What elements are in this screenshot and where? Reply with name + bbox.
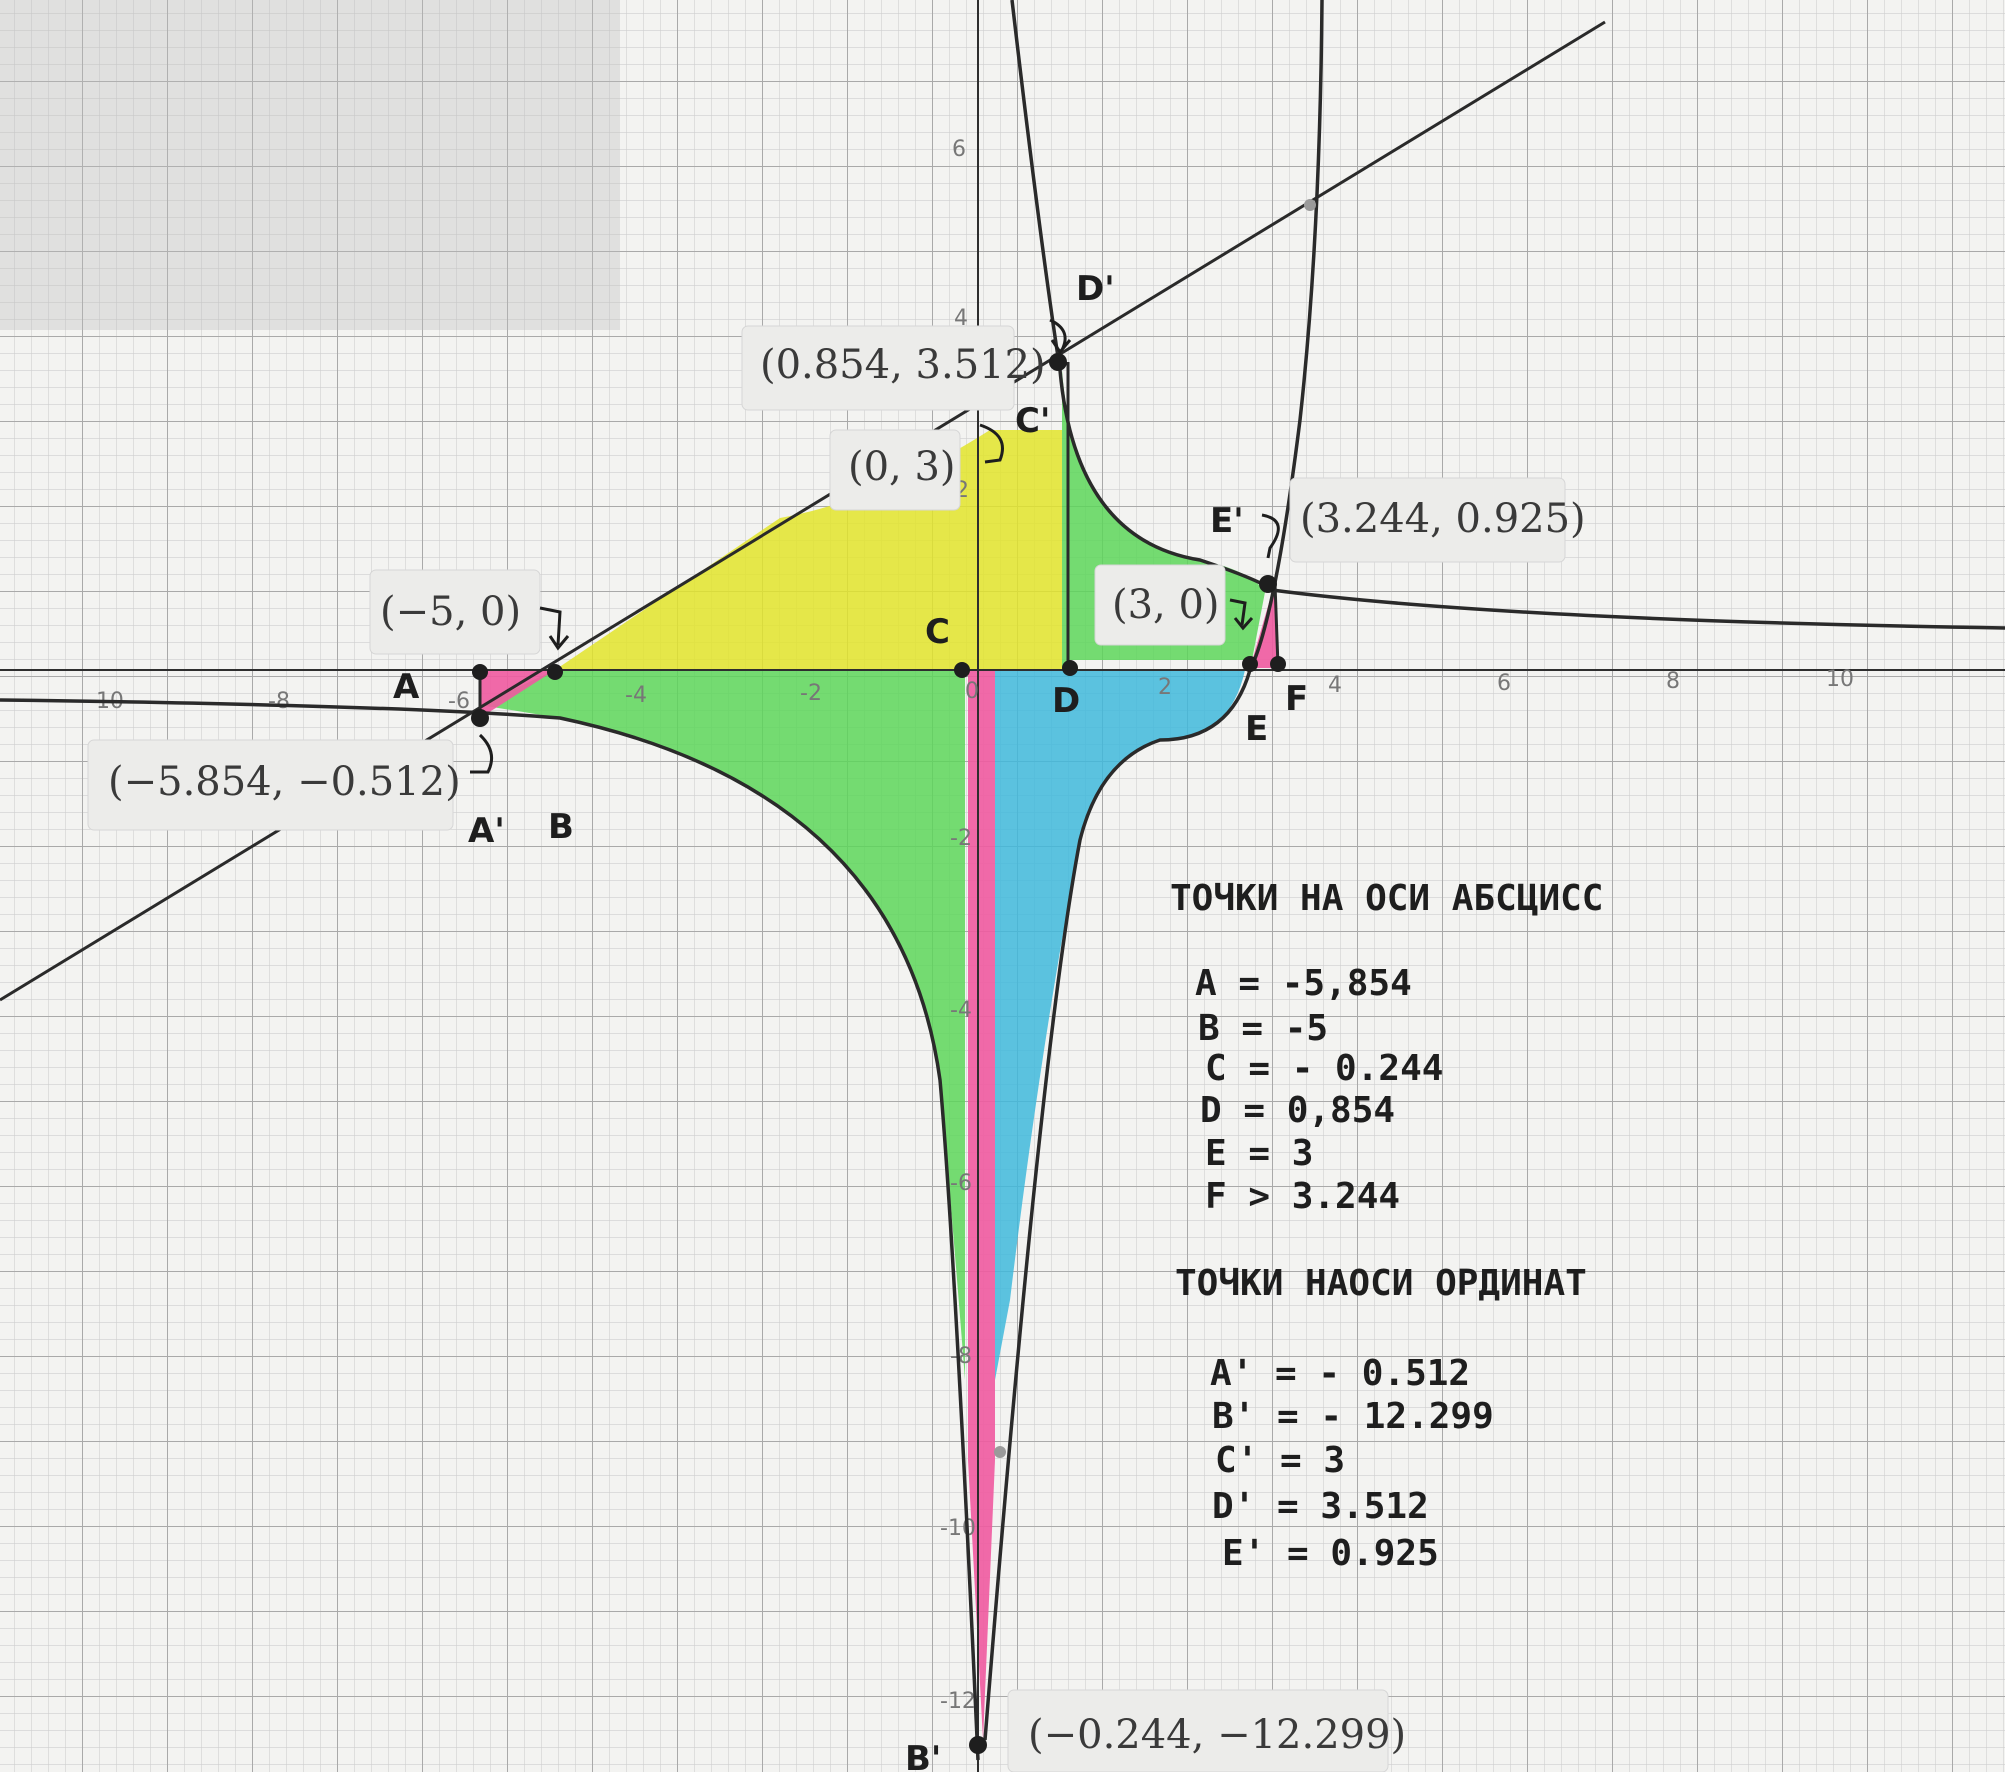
notes-line: B' = - 12.299 bbox=[1212, 1396, 1494, 1437]
y-tick: 6 bbox=[952, 137, 966, 162]
point-c bbox=[954, 662, 970, 678]
label-e-coords: (3, 0) bbox=[1112, 582, 1220, 628]
point-e bbox=[1242, 656, 1258, 672]
blue-region bbox=[995, 670, 1245, 1380]
x-tick: -2 bbox=[800, 681, 822, 706]
y-tick: -10 bbox=[940, 1516, 976, 1541]
y-tick: -12 bbox=[940, 1689, 976, 1714]
green-left-region bbox=[480, 670, 965, 1380]
x-tick: 2 bbox=[1158, 675, 1172, 700]
notes-ordinate: ТОЧКИ НАОСИ ОРДИНАТ A' = - 0.512 B' = - … bbox=[1175, 1263, 1587, 1574]
notes-line: F > 3.244 bbox=[1205, 1176, 1400, 1217]
letter-e-prime: E' bbox=[1210, 501, 1244, 541]
points bbox=[471, 199, 1316, 1754]
label-b-prime-coords: (−0.244, −12.299) bbox=[1028, 1712, 1406, 1758]
x-tick: -6 bbox=[448, 689, 470, 714]
paper-shadow bbox=[0, 0, 620, 330]
label-b-coords: (−5, 0) bbox=[380, 589, 521, 635]
letter-d: D bbox=[1052, 681, 1080, 721]
letter-c-prime: C' bbox=[1015, 401, 1050, 441]
letter-a-prime: A' bbox=[468, 811, 505, 851]
x-tick: 4 bbox=[1328, 673, 1342, 698]
middle-curve bbox=[983, 0, 1324, 1741]
upper-hyperbola-branch bbox=[1010, 0, 2005, 630]
label-a-prime-coords: (−5.854, −0.512) bbox=[108, 759, 461, 805]
label-d-prime-coords: (0.854, 3.512) bbox=[760, 342, 1046, 388]
letter-f: F bbox=[1285, 679, 1308, 719]
slanted-line bbox=[0, 20, 1606, 1002]
notes-line: D' = 3.512 bbox=[1212, 1486, 1429, 1527]
x-tick: 10 bbox=[1826, 667, 1854, 692]
point-d-prime bbox=[1049, 353, 1067, 371]
intersection-marker bbox=[994, 1446, 1006, 1458]
y-tick: -2 bbox=[950, 826, 972, 851]
notes-line: C = - 0.244 bbox=[1205, 1048, 1443, 1089]
x-tick: 8 bbox=[1666, 669, 1680, 694]
notes-ordinate-title: ТОЧКИ НАОСИ ОРДИНАТ bbox=[1175, 1263, 1587, 1304]
notes-line: E = 3 bbox=[1205, 1133, 1313, 1174]
handwritten-letters: A B C D E F A' B' C' D' E' bbox=[393, 269, 1308, 1772]
notes-line: D = 0,854 bbox=[1200, 1090, 1395, 1131]
handwritten-arrows bbox=[470, 318, 1280, 774]
label-e-prime-coords: (3.244, 0.925) bbox=[1300, 496, 1586, 542]
letter-e: E bbox=[1245, 709, 1268, 749]
notes-abscissa-title: ТОЧКИ НА ОСИ АБСЦИСС bbox=[1170, 878, 1603, 919]
x-tick-labels: -10 -8 -6 -4 -2 0 2 4 6 8 10 bbox=[88, 667, 1854, 714]
x-tick: 6 bbox=[1497, 671, 1511, 696]
notes-abscissa: ТОЧКИ НА ОСИ АБСЦИСС A = -5,854 B = -5 C… bbox=[1170, 878, 1603, 1217]
y-tick-labels: 6 4 2 -2 -4 -6 -8 -10 -12 bbox=[940, 137, 976, 1714]
x-tick: -8 bbox=[268, 689, 290, 714]
left-hyperbola-branch bbox=[0, 698, 980, 1761]
notes-line: E' = 0.925 bbox=[1222, 1533, 1439, 1574]
label-c-prime-coords: (0, 3) bbox=[848, 444, 956, 490]
y-tick: 4 bbox=[954, 306, 968, 331]
point-b bbox=[547, 664, 563, 680]
letter-c: C bbox=[925, 612, 950, 652]
x-tick: 0 bbox=[965, 679, 979, 704]
point-b-prime bbox=[969, 1736, 987, 1754]
pink-left-region bbox=[480, 670, 555, 718]
point-e-prime bbox=[1259, 575, 1277, 593]
notes-line: A' = - 0.512 bbox=[1210, 1353, 1470, 1394]
y-tick: -4 bbox=[950, 998, 972, 1023]
y-tick: -6 bbox=[950, 1171, 972, 1196]
y-tick: -8 bbox=[950, 1344, 972, 1369]
coordinate-labels: (−5.854, −0.512) (−5, 0) (0, 3) (0.854, … bbox=[87, 325, 1586, 1772]
x-tick: -4 bbox=[625, 683, 647, 708]
pink-strip-region bbox=[968, 670, 995, 1740]
letter-a: A bbox=[393, 667, 420, 707]
letter-b-prime: B' bbox=[905, 1739, 941, 1772]
notes-line: C' = 3 bbox=[1215, 1440, 1345, 1481]
notes-line: B = -5 bbox=[1198, 1008, 1328, 1049]
point-a bbox=[472, 664, 488, 680]
point-d bbox=[1062, 660, 1078, 676]
point-a-prime bbox=[471, 709, 489, 727]
notes-line: A = -5,854 bbox=[1195, 963, 1412, 1004]
vertical-segment-f bbox=[1273, 583, 1280, 667]
letter-b: B bbox=[548, 807, 574, 847]
point-f bbox=[1270, 656, 1286, 672]
letter-d-prime: D' bbox=[1076, 269, 1115, 309]
intersection-marker bbox=[1304, 199, 1316, 211]
